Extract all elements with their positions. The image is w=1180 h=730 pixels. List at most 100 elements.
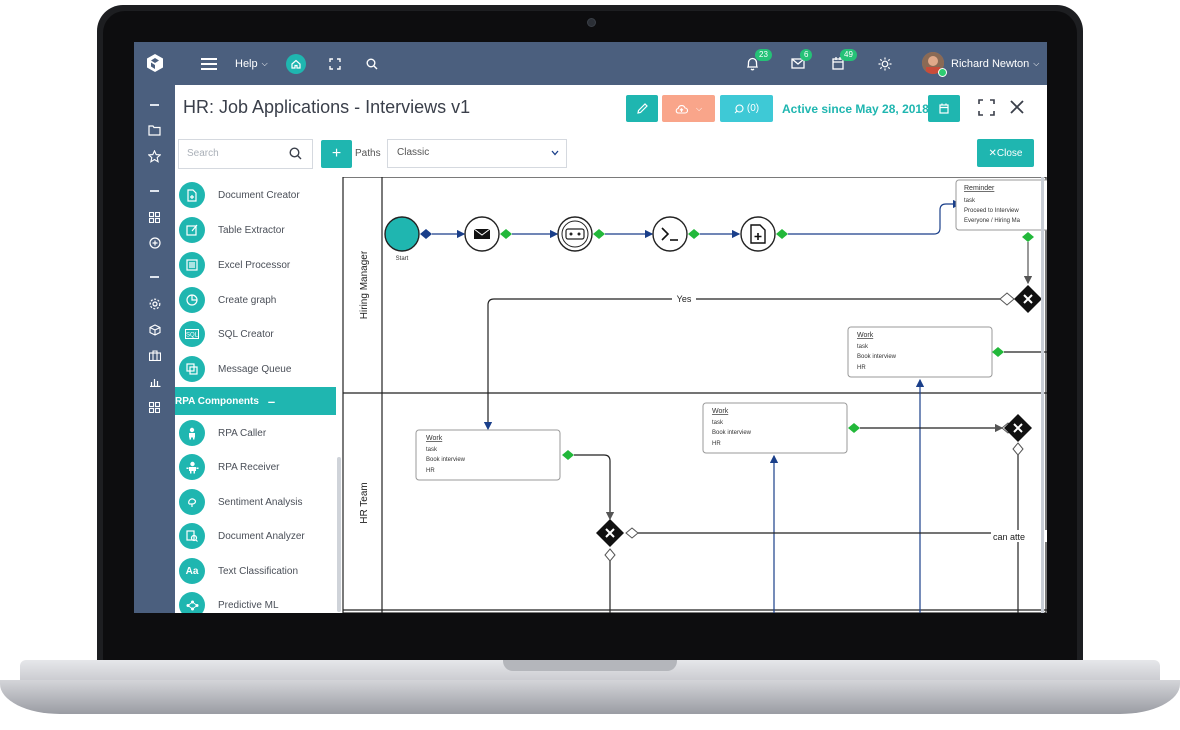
- palette-item[interactable]: Create graph: [175, 285, 340, 315]
- fullscreen-icon[interactable]: [329, 42, 341, 85]
- connector-diamond: [688, 229, 700, 239]
- rail-divider: [150, 190, 159, 192]
- search-icon[interactable]: [366, 42, 378, 85]
- lane-label-hr-team: HR Team: [359, 482, 370, 524]
- active-status: Active since May 28, 2018: [782, 102, 929, 116]
- paths-value: Classic: [397, 147, 430, 158]
- camera: [587, 18, 596, 27]
- palette-item[interactable]: Message Queue: [175, 354, 340, 384]
- start-event[interactable]: [384, 216, 420, 252]
- close-icon[interactable]: [1010, 100, 1024, 119]
- left-rail: [134, 85, 175, 613]
- apps-icon[interactable]: [147, 400, 162, 415]
- chevron-down-icon: ⌵: [1033, 58, 1040, 68]
- exclusive-gateway[interactable]: [1014, 285, 1042, 313]
- cube-icon[interactable]: [147, 322, 162, 337]
- add-button[interactable]: +: [321, 140, 352, 168]
- task-title: Work: [426, 435, 443, 442]
- star-icon[interactable]: [147, 149, 162, 164]
- palette-item-label: Predictive ML: [218, 599, 279, 611]
- app-screen: Help ⌵ 23 6 49: [134, 42, 1047, 613]
- document-task[interactable]: [740, 216, 776, 252]
- settings-icon[interactable]: [147, 296, 162, 311]
- palette-item[interactable]: RPA Receiver: [175, 452, 340, 482]
- theme-toggle[interactable]: [878, 42, 892, 85]
- robot-icon: [179, 420, 205, 446]
- connector-diamond: [604, 548, 616, 562]
- calendar-button[interactable]: [832, 42, 844, 85]
- palette-item-label: RPA Receiver: [218, 461, 280, 473]
- rail-divider: [150, 104, 159, 106]
- briefcase-icon[interactable]: [147, 348, 162, 363]
- folder-icon[interactable]: [147, 123, 162, 138]
- add-circle-icon[interactable]: [147, 235, 162, 250]
- publish-button[interactable]: ⌵: [662, 95, 715, 122]
- search-input[interactable]: Search: [178, 139, 313, 169]
- task-name: Book interview: [712, 430, 752, 436]
- work-task[interactable]: Work task Book interview HR: [847, 326, 993, 378]
- app-logo-icon[interactable]: [146, 54, 164, 72]
- connector-diamond: [562, 450, 574, 460]
- sequence-flow: [788, 199, 962, 235]
- chevron-down-icon: ⌵: [695, 103, 703, 113]
- laptop-base-top: [20, 660, 1160, 682]
- section-rpa-components[interactable]: RPA Components –: [175, 387, 336, 415]
- work-task[interactable]: Work task Book interview HR: [415, 429, 561, 481]
- bpmn-diagram: Hiring Manager HR Team Start: [342, 176, 1047, 613]
- label-bg: [672, 293, 696, 304]
- palette-item[interactable]: SQL SQL Creator: [175, 319, 340, 349]
- email-task[interactable]: [464, 216, 500, 252]
- reminder-task[interactable]: Reminder task Proceed to Interview Every…: [955, 179, 1047, 231]
- home-button[interactable]: [286, 42, 306, 85]
- mail-button[interactable]: [791, 42, 805, 85]
- close-button[interactable]: ✕Close: [977, 139, 1034, 167]
- palette-item[interactable]: Aa Text Classification: [175, 556, 340, 586]
- comments-count: (0): [746, 103, 760, 114]
- laptop-notch: [503, 660, 677, 671]
- palette-item[interactable]: Table Extractor: [175, 215, 340, 245]
- palette-scrollbar[interactable]: [337, 457, 341, 612]
- menu-icon[interactable]: [201, 42, 217, 85]
- user-menu[interactable]: Richard Newton ⌵: [951, 42, 1039, 85]
- palette-item[interactable]: Excel Processor: [175, 250, 340, 280]
- list-icon: [179, 252, 205, 278]
- sequence-flow: [574, 454, 615, 521]
- calendar-icon: [939, 103, 949, 114]
- search-icon: [289, 147, 302, 160]
- grid-icon[interactable]: [147, 210, 162, 225]
- connector-diamond: [500, 229, 512, 239]
- palette-item[interactable]: RPA Caller: [175, 418, 340, 448]
- palette-item[interactable]: Document Creator: [175, 180, 340, 210]
- help-menu[interactable]: Help ⌵: [235, 42, 268, 85]
- exclusive-gateway[interactable]: [1004, 414, 1032, 442]
- exclusive-gateway[interactable]: [596, 519, 624, 547]
- comments-button[interactable]: (0): [720, 95, 773, 122]
- connector-diamond: [1022, 232, 1034, 242]
- edit-button[interactable]: [626, 95, 658, 122]
- paths-select[interactable]: Classic: [387, 139, 567, 168]
- brain-icon: [179, 489, 205, 515]
- expand-icon[interactable]: [978, 99, 995, 121]
- home-icon: [286, 53, 306, 74]
- notifications-button[interactable]: [746, 42, 759, 85]
- online-status-dot: [938, 68, 947, 77]
- work-task[interactable]: Work task Book interview HR: [702, 402, 848, 454]
- schedule-button[interactable]: [928, 95, 960, 122]
- pool-border: [342, 176, 1047, 613]
- task-name: Book interview: [426, 457, 466, 463]
- bar-chart-icon[interactable]: [147, 374, 162, 389]
- palette-item[interactable]: Sentiment Analysis: [175, 487, 340, 517]
- palette-item-label: Sentiment Analysis: [218, 496, 303, 508]
- close-button-label: Close: [996, 147, 1023, 159]
- connector-diamond: [992, 347, 1004, 357]
- canvas-scrollbar[interactable]: [1041, 177, 1044, 613]
- lane-label-hiring-manager: Hiring Manager: [359, 250, 370, 319]
- network-icon: [179, 592, 205, 613]
- palette-item[interactable]: Document Analyzer: [175, 521, 340, 551]
- connector-diamond: [999, 292, 1015, 306]
- script-task[interactable]: [652, 216, 688, 252]
- diagram-canvas[interactable]: Hiring Manager HR Team Start: [342, 176, 1047, 613]
- robot-task[interactable]: [557, 216, 593, 252]
- flow-label-cut: can atte: [993, 532, 1025, 542]
- palette-item[interactable]: Predictive ML: [175, 590, 340, 613]
